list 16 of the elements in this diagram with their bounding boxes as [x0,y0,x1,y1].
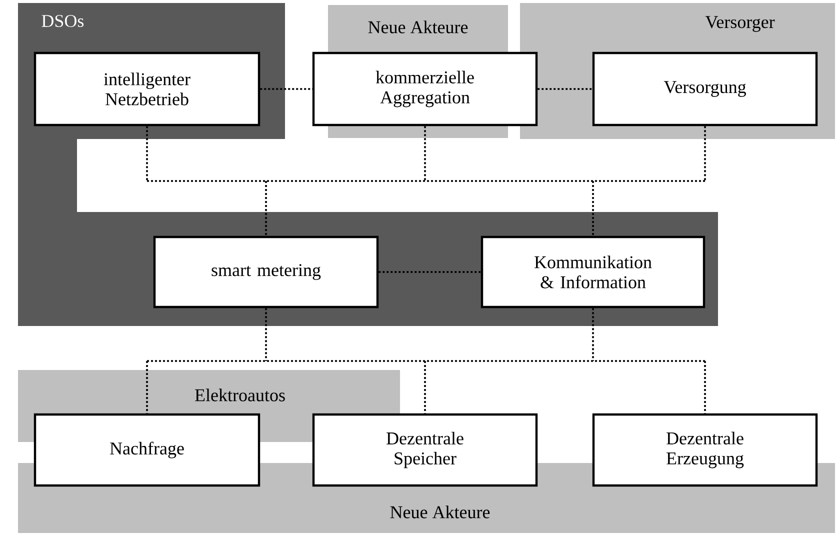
band-label: Neue Akteure [368,20,468,34]
process-box: Dezentrale Speicher [312,413,538,487]
process-box: Nachfrage [34,413,260,487]
band-label: Elektroautos [195,388,285,402]
dotted-connector [538,88,592,90]
band-label: Neue Akteure [390,506,490,518]
dotted-connector [146,125,706,237]
process-box: Versorgung [592,52,818,126]
process-box: Kommunikation & Information [480,236,706,308]
process-box: smart metering [153,236,379,308]
process-box: kommerzielle Aggregation [312,52,538,126]
dotted-connector [378,271,481,273]
process-box: Dezentrale Erzeugung [592,413,818,487]
dotted-connector [260,88,312,90]
dotted-connector [146,307,706,414]
process-box: intelligenter Netzbetrieb [34,52,260,126]
